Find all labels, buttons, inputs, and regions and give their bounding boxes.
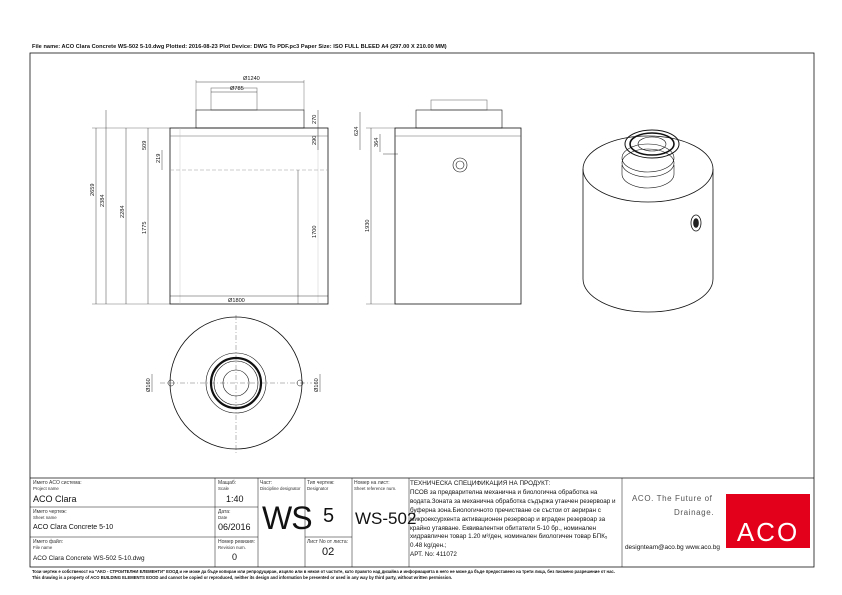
sheet-number-label-en: Sheet reference num.	[354, 486, 397, 491]
revision-value: 0	[232, 552, 238, 562]
sheet-of-label: Лист No от листа:	[307, 539, 348, 545]
sheet-label-en: Sheet name	[33, 515, 57, 520]
iso-tank	[582, 169, 714, 313]
file-info-header: File name: ACO Clara Concrete WS-502 5-1…	[32, 44, 447, 50]
date-value: 06/2016	[218, 522, 251, 532]
dim-h509: 509	[142, 141, 148, 150]
dim-h2659: 2659	[90, 184, 96, 196]
sheet-of-value: 02	[322, 546, 335, 558]
project-label-en: Project name	[33, 486, 59, 491]
sheet-value: ACO Clara Concrete 5-10	[33, 524, 114, 531]
dim-pipe-left: Ø160	[146, 378, 152, 392]
sheet-label: Името чертеж:	[33, 509, 67, 515]
side-shaft-neck	[430, 99, 488, 111]
spec-line: АРТ. No: 411072	[410, 551, 457, 559]
spec-line: буферна зона.Биологичното пречистване се…	[410, 506, 601, 514]
sheet-number-label: Номер на лист:	[354, 480, 390, 486]
slogan-line-2: Drainage.	[674, 508, 715, 517]
title-block-grid	[30, 478, 623, 567]
shaft-ring	[195, 109, 305, 129]
dim-h1930: 1930	[365, 220, 371, 232]
discipline-label: Част:	[260, 480, 273, 486]
slogan-line-1: ACO. The Future of	[632, 494, 713, 503]
iso-tank-top	[582, 135, 714, 203]
iso-shaft-cover	[624, 129, 680, 159]
dim-d1800: Ø1800	[228, 298, 245, 304]
dim-h624: 624	[354, 127, 360, 136]
plan-view	[151, 315, 321, 453]
designator-value: 5	[323, 505, 335, 527]
spec-line: крайно утаяване. Еквивалентни обитатели …	[410, 524, 597, 532]
revision-label-en: Revision num.	[218, 545, 246, 550]
discipline-label-en: Discipline designator	[260, 486, 301, 491]
dim-h2284: 2284	[120, 206, 126, 218]
dim-h219: 219	[156, 154, 162, 163]
file-value: ACO Clara Concrete WS-502 5-10.dwg	[33, 555, 145, 562]
project-label: Името ACO система:	[33, 480, 82, 486]
spec-line: 0.48 kg/ден.;	[410, 542, 447, 550]
front-elevation	[92, 80, 329, 305]
dim-h364: 364	[374, 138, 380, 147]
technical-specification: ТЕХНИЧЕСКА СПЕЦИФИКАЦИЯ НА ПРОДУКТ: ПСОВ…	[410, 480, 620, 560]
sheet-frame	[29, 52, 815, 568]
copyright-en: This drawing is a property of ACO BUILDI…	[32, 575, 453, 580]
file-label-en: File name	[33, 545, 53, 550]
dim-h270: 270	[312, 115, 318, 124]
tank-body	[169, 127, 329, 305]
spec-line: ПСОВ за предварителна механична и биолог…	[410, 488, 598, 496]
dim-h1775: 1775	[142, 222, 148, 234]
spec-line: ТЕХНИЧЕСКА СПЕЦИФИКАЦИЯ НА ПРОДУКТ:	[410, 480, 551, 487]
sheet-number-value: WS-502	[355, 509, 417, 528]
revision-label: Номер ревизия:	[218, 539, 255, 545]
scale-label: Мащаб:	[218, 480, 237, 486]
isometric-view	[582, 129, 714, 313]
project-value: ACO Clara	[33, 494, 77, 504]
side-shaft-ring	[415, 109, 503, 129]
dim-h1700: 1700	[312, 226, 318, 238]
side-elevation	[359, 99, 522, 305]
dim-pipe-right: Ø160	[314, 378, 320, 392]
inlet-pipe	[452, 157, 468, 173]
scale-label-en: Scale	[218, 486, 229, 491]
copyright-bg: Този чертеж е собственост на "АКО - СТРО…	[32, 569, 615, 574]
discipline-value: WS	[262, 500, 313, 536]
designator-label: Тип чертеж:	[307, 480, 335, 486]
dim-d1240: Ø1240	[243, 76, 260, 82]
contact-info: designteam@aco.bg www.aco.bg	[625, 544, 720, 551]
designator-label-en: Designator	[307, 486, 329, 491]
dim-h290: 290	[312, 136, 318, 145]
aco-logo-text: ACO	[736, 517, 800, 547]
dim-d785: Ø785	[230, 86, 244, 92]
side-tank-body	[394, 127, 522, 305]
iso-pipe	[690, 214, 702, 232]
date-label: Дата:	[218, 509, 231, 515]
date-label-en: Date	[218, 515, 228, 520]
scale-value: 1:40	[226, 494, 244, 504]
spec-line: хидравличен товар 1.20 м³/ден, номинален…	[410, 533, 608, 541]
spec-line: микроексурхента активационен резервоар и…	[410, 515, 606, 523]
file-label: Името файл:	[33, 539, 64, 545]
spec-line: водата.Зоната за механична обработка съд…	[410, 497, 616, 505]
dim-h2384: 2384	[100, 195, 106, 207]
aco-logo: ACO	[726, 494, 810, 548]
